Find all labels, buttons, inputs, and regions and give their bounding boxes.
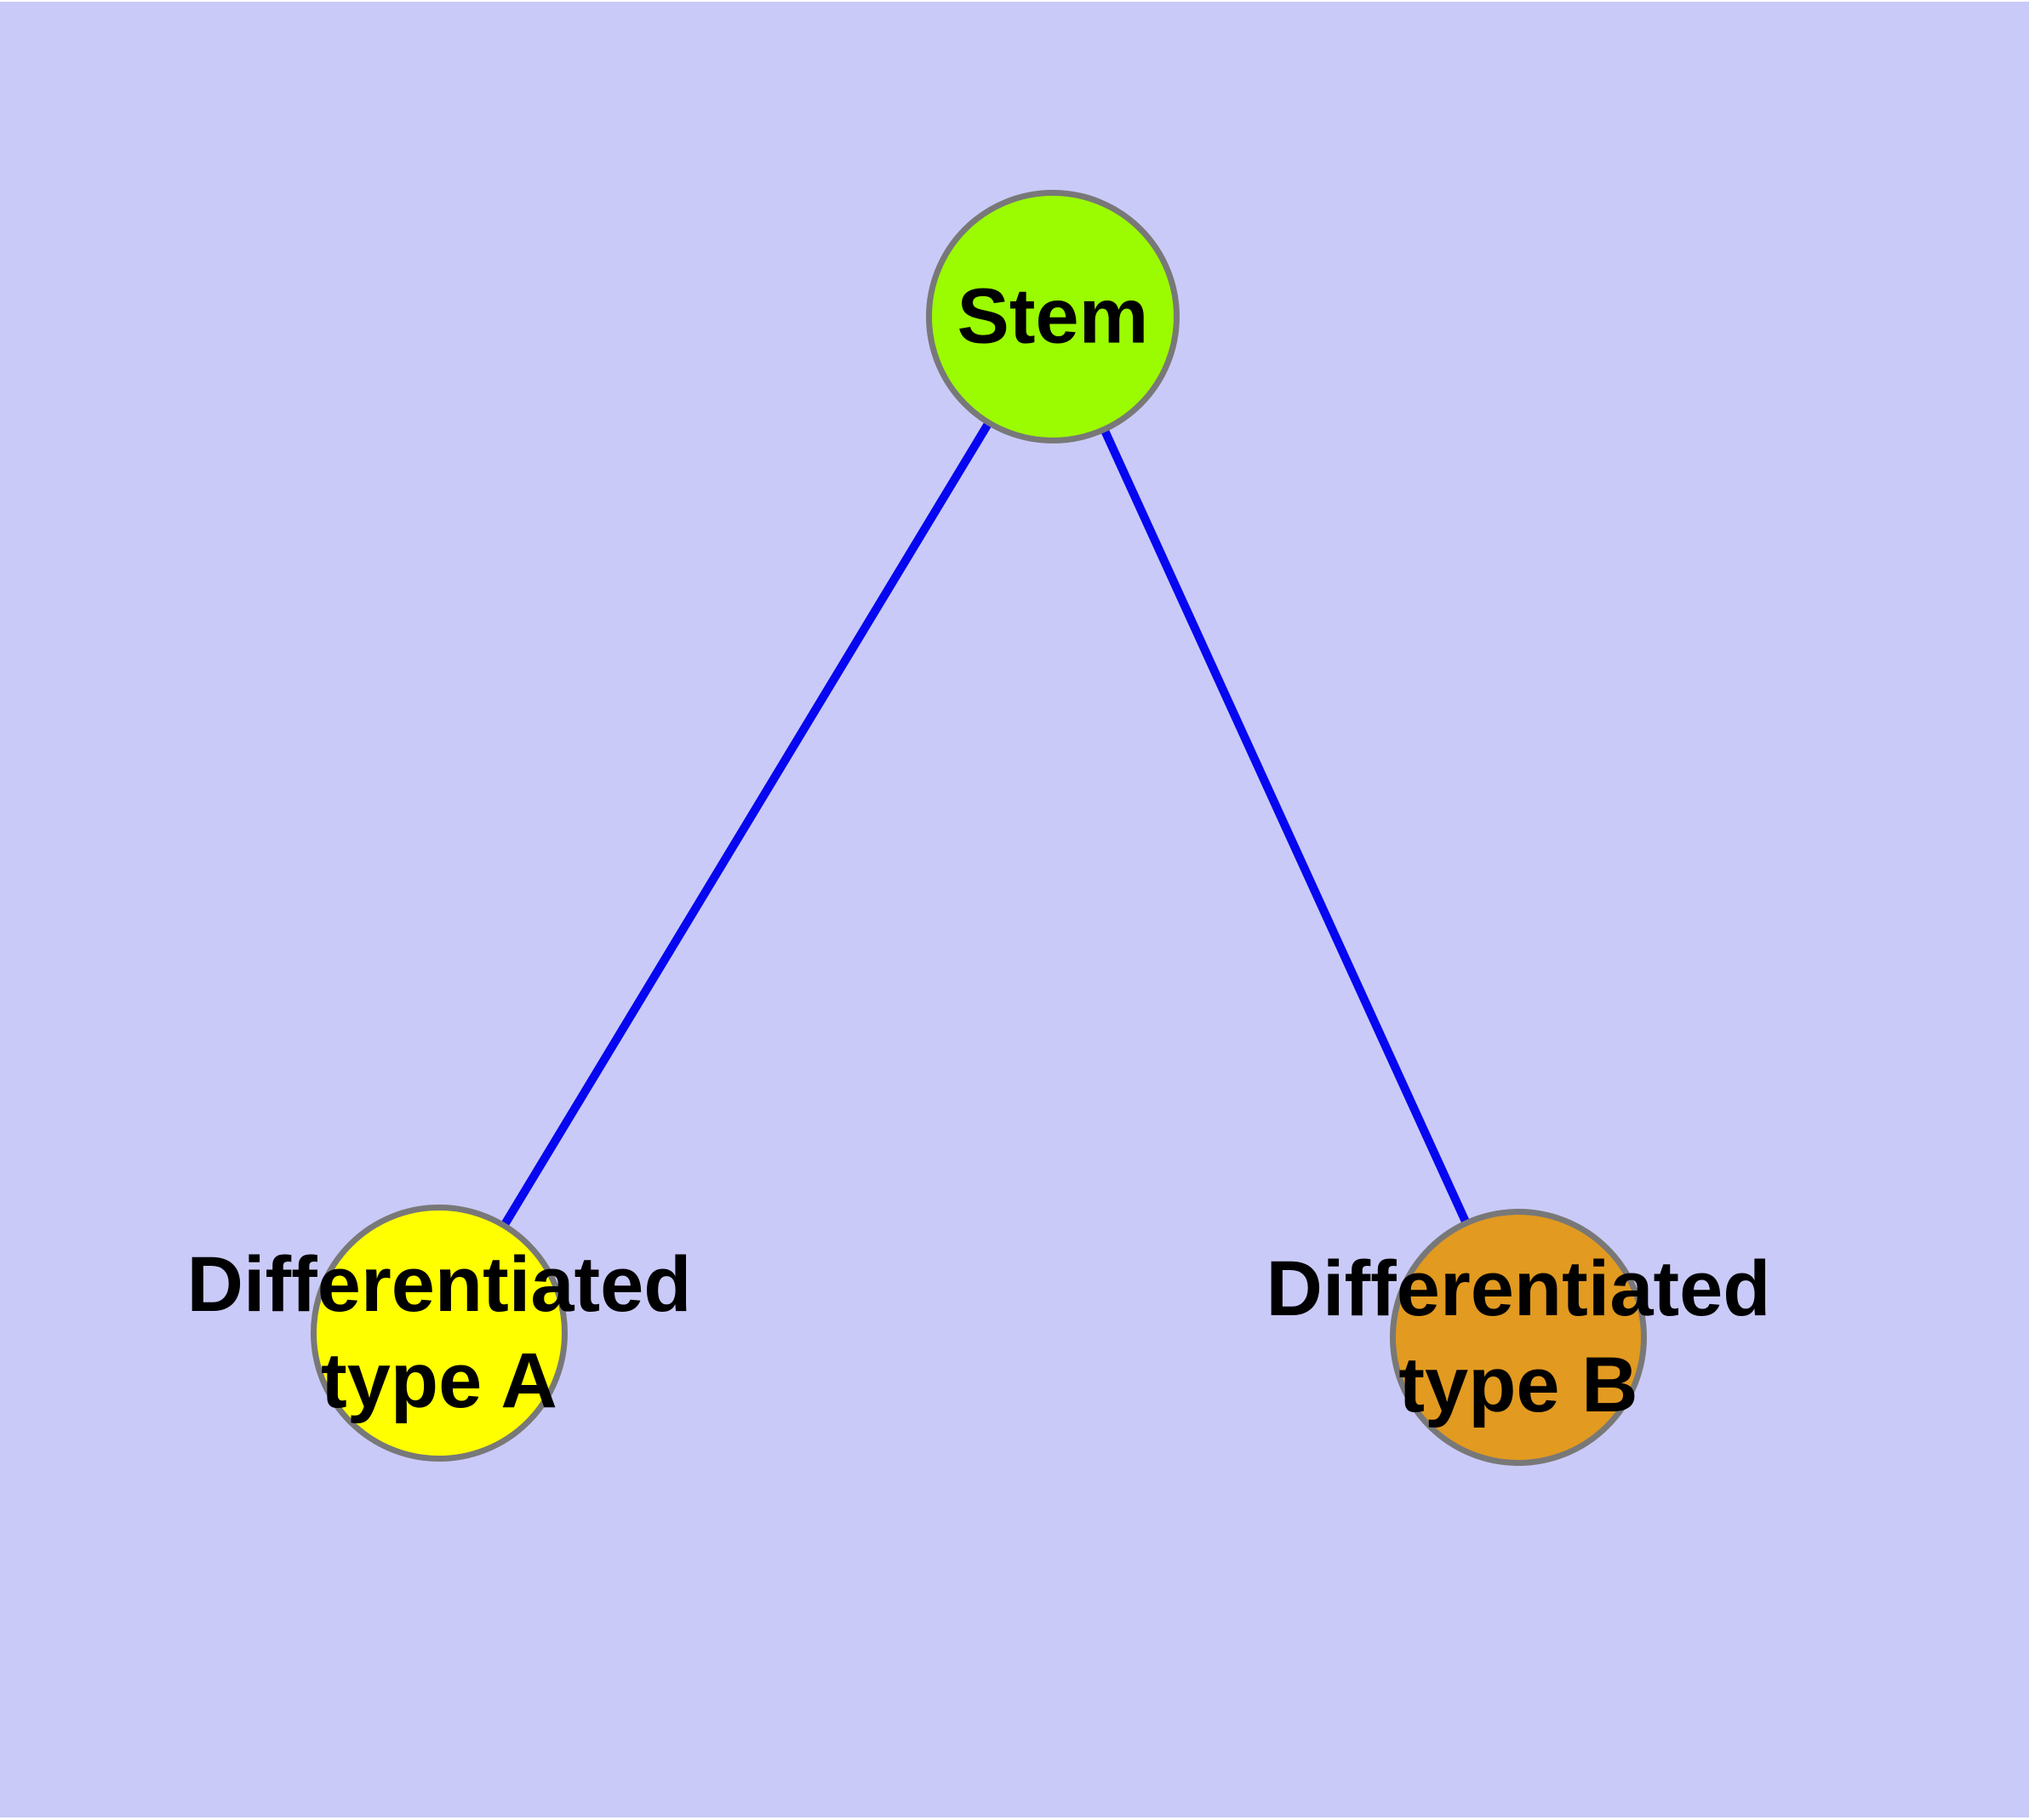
node-differentiated-type-a-label-line2: type A	[321, 1337, 557, 1424]
node-stem-label-line: Stem	[957, 272, 1149, 360]
node-differentiated-type-b: Differentiated type B	[1266, 1209, 1770, 1466]
node-stem-label: Stem	[957, 269, 1149, 365]
node-differentiated-type-b-label-line1: Differentiated	[1266, 1245, 1771, 1332]
edge-stem-to-type-b	[1049, 314, 1523, 1340]
edge-stem-to-type-a	[435, 314, 1057, 1336]
node-differentiated-type-a-label-line1: Differentiated	[186, 1241, 692, 1328]
node-differentiated-type-a: Differentiated type A	[187, 1205, 691, 1462]
node-differentiated-type-b-label-line2: type B	[1398, 1342, 1638, 1428]
node-stem: Stem	[926, 190, 1180, 444]
node-differentiated-type-b-label: Differentiated type B	[1266, 1241, 1771, 1434]
node-differentiated-type-a-label: Differentiated type A	[187, 1237, 692, 1429]
